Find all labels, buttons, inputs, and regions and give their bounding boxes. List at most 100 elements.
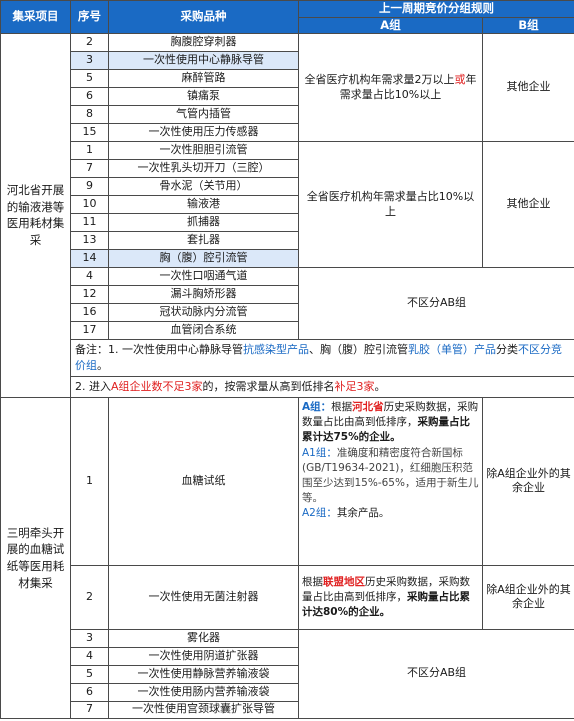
- seq-cell: 11: [70, 213, 109, 233]
- seq-cell: 4: [70, 646, 109, 666]
- item-cell: 冠状动脉内分流管: [108, 303, 299, 323]
- rule-label: A组：: [302, 400, 332, 413]
- seq-cell: 2: [70, 33, 109, 53]
- note-text: 2. 进入: [75, 379, 111, 393]
- rule-text: 全省医疗机构年需求量2万以上: [304, 72, 455, 86]
- table-row: 3 一次性使用中心静脉导管: [1, 51, 574, 71]
- table-row: 15 一次性使用压力传感器: [1, 123, 574, 143]
- note-2: 2. 进入A组企业数不足3家的，按需求量从高到低排名补足3家。: [70, 375, 574, 398]
- note-text: 。: [97, 358, 108, 372]
- rule-label: A2组：: [302, 507, 337, 520]
- table-row: 4 一次性使用阴道扩张器: [1, 646, 574, 666]
- item-cell: 麻醉管路: [108, 69, 299, 89]
- item-cell: 镇痛泵: [108, 87, 299, 107]
- sanming-row2-rule-b: 除A组企业外的其余企业: [482, 564, 574, 630]
- hebei-group3-rule: 不区分AB组: [298, 267, 574, 341]
- item-cell: 一次性乳头切开刀（三腔）: [108, 159, 299, 179]
- item-cell: 一次性使用压力传感器: [108, 123, 299, 143]
- table-row: 14 胸（腹）腔引流管: [1, 249, 574, 269]
- project-sanming: 三明牵头开展的血糖试纸等医用耗材集采: [0, 396, 71, 719]
- seq-cell: 17: [70, 321, 109, 341]
- item-cell: 一次性使用静脉营养输液袋: [108, 664, 299, 684]
- sanming-row1-rule-a: A组：根据河北省历史采购数据，采购数量占比由高到低排序，采购量占比累计达75%的…: [298, 396, 483, 566]
- rule-text: 其余产品。: [336, 507, 390, 520]
- sanming-row1-rule-b: 除A组企业外的其余企业: [482, 396, 574, 566]
- table-row: 17 血管闭合系统: [1, 321, 574, 341]
- rule-emphasis: 采购量占比累计达75%的企业。: [302, 416, 470, 444]
- table-row: 1 一次性胆胆引流管 全省医疗机构年需求量占比10%以上 其他企业: [1, 141, 574, 269]
- rule-region: 联盟地区: [323, 575, 365, 588]
- header-rule: 上一周期竞价分组规则: [298, 0, 574, 18]
- item-cell: 骨水泥（关节用）: [108, 177, 299, 197]
- seq-cell: 7: [70, 700, 109, 719]
- item-cell: 一次性使用无菌注射器: [108, 564, 299, 630]
- seq-cell: 1: [70, 396, 109, 566]
- table-row: 11 抓捕器: [1, 213, 574, 233]
- item-cell: 一次性使用阴道扩张器: [108, 646, 299, 666]
- table-row: 7 一次性使用宫颈球囊扩张导管: [1, 700, 574, 719]
- item-cell: 胸（腹）腔引流管: [108, 249, 299, 269]
- seq-cell: 2: [70, 564, 109, 630]
- table-row: 9 骨水泥（关节用）: [1, 177, 574, 197]
- seq-cell: 14: [70, 249, 109, 269]
- table-row: 5 一次性使用静脉营养输液袋: [1, 664, 574, 684]
- rule-text: 根据: [302, 575, 323, 588]
- note-text: 分类: [496, 343, 518, 357]
- note-row: 备注：1. 一次性使用中心静脉导管抗感染型产品、胸（腹）腔引流管乳胶（单管）产品…: [1, 339, 574, 377]
- hebei-group2-rule-a: 全省医疗机构年需求量占比10%以上: [298, 141, 483, 269]
- note-highlight: 乳胶（单管）产品: [408, 343, 496, 357]
- item-cell: 雾化器: [108, 628, 299, 648]
- seq-cell: 6: [70, 87, 109, 107]
- seq-cell: 3: [70, 51, 109, 71]
- rule-text: 历史采购数据，采购数量占比由高到低排序，: [302, 575, 470, 603]
- table-row: 3 雾化器 不区分AB组: [1, 628, 574, 719]
- note-highlight: 补足3家: [334, 379, 375, 393]
- rule-or-text: 或: [454, 72, 466, 86]
- item-cell: 一次性胆胆引流管: [108, 141, 299, 161]
- header-project: 集采项目: [0, 0, 71, 35]
- project-hebei: 河北省开展的输液港等医用耗材集采: [0, 33, 71, 398]
- seq-cell: 15: [70, 123, 109, 143]
- rule-emphasis: 采购量占比累计达80%的企业。: [302, 590, 470, 618]
- header-seq: 序号: [70, 0, 109, 35]
- item-cell: 套扎器: [108, 231, 299, 251]
- item-cell: 一次性口咽通气道: [108, 267, 299, 287]
- item-cell: 胸腹腔穿刺器: [108, 33, 299, 53]
- note-highlight: 抗感染型产品: [243, 343, 309, 357]
- note-text: 备注：1. 一次性使用中心静脉导管: [75, 343, 243, 357]
- rule-region: 河北省: [352, 400, 384, 413]
- table-row: 三明牵头开展的血糖试纸等医用耗材集采 1 血糖试纸 A组：根据河北省历史采购数据…: [0, 396, 574, 719]
- seq-cell: 4: [70, 267, 109, 287]
- seq-cell: 5: [70, 664, 109, 684]
- rule-label: A1组：: [302, 446, 337, 459]
- note-text: 的，按需求量从高到低排名: [202, 379, 335, 393]
- seq-cell: 10: [70, 195, 109, 215]
- seq-cell: 12: [70, 285, 109, 305]
- table-row: 7 一次性乳头切开刀（三腔）: [1, 159, 574, 179]
- item-cell: 一次性使用中心静脉导管: [108, 51, 299, 71]
- seq-cell: 13: [70, 231, 109, 251]
- rule-text: 历史采购数据，采购数量占比由高到低排序，: [302, 400, 479, 429]
- item-cell: 抓捕器: [108, 213, 299, 233]
- note-text: 、胸（腹）腔引流管: [309, 343, 408, 357]
- item-cell: 气管内插管: [108, 105, 299, 125]
- table-row: 4 一次性口咽通气道 不区分AB组: [1, 267, 574, 341]
- table-row: 6 镇痛泵: [1, 87, 574, 107]
- table-row: 13 套扎器: [1, 231, 574, 251]
- table-row: 6 一次性使用肠内营养输液袋: [1, 682, 574, 702]
- header-item: 采购品种: [108, 0, 299, 35]
- seq-cell: 16: [70, 303, 109, 323]
- item-cell: 血管闭合系统: [108, 321, 299, 341]
- note-highlight: 不区分竞价组: [75, 343, 562, 372]
- item-cell: 一次性使用肠内营养输液袋: [108, 682, 299, 702]
- hebei-group1-rule-a: 全省医疗机构年需求量2万以上或年需求量占比10%以上: [298, 33, 483, 143]
- header-group-b: B组: [482, 16, 574, 35]
- seq-cell: 1: [70, 141, 109, 161]
- seq-cell: 5: [70, 69, 109, 89]
- table-row: 16 冠状动脉内分流管: [1, 303, 574, 323]
- hebei-group2-rule-b: 其他企业: [482, 141, 574, 269]
- note-text: 。: [374, 379, 386, 393]
- item-cell: 血糖试纸: [108, 396, 299, 566]
- rule-text: 年需求量占比10%以上: [339, 72, 477, 101]
